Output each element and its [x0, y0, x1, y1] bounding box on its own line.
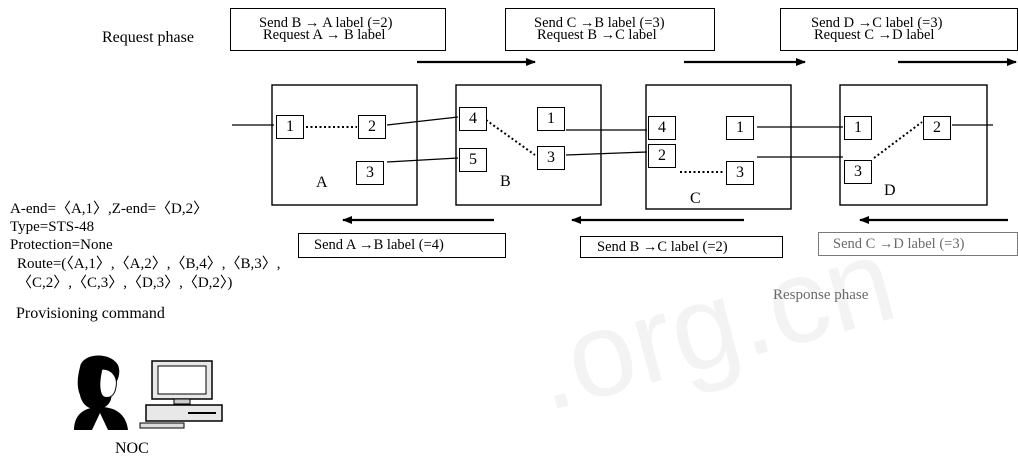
- node-a-port-2: 2: [358, 115, 386, 139]
- xconn-b-4-3: [485, 119, 536, 156]
- command-type: Type=STS-48: [10, 219, 95, 235]
- provisioning-command-label: Provisioning command: [16, 305, 165, 322]
- node-a-port-1: 1: [276, 115, 304, 139]
- node-c-box: [645, 84, 792, 210]
- node-c-label: C: [690, 190, 701, 207]
- link-b3-c2: [565, 151, 648, 156]
- node-d-port-1: 1: [844, 116, 872, 140]
- xconn-d-3-2: [873, 121, 923, 159]
- request-message-b-c: Send C →B label (=3) Request B →C label: [505, 8, 715, 51]
- node-d-port-2: 2: [923, 116, 951, 140]
- request-message-b-c-line2: Request B →C label: [537, 27, 657, 43]
- computer-icon: [139, 360, 223, 429]
- noc-label: NOC: [115, 440, 149, 457]
- node-b-port-3: 3: [537, 146, 565, 170]
- node-c-port-4: 4: [648, 116, 676, 140]
- response-message-a-b-text: Send A →B label (=4): [314, 237, 444, 253]
- node-d-port-3: 3: [844, 160, 872, 184]
- node-b-box: [455, 84, 602, 206]
- request-message-c-d-line1: Send D →C label (=3): [811, 15, 943, 31]
- node-b-port-5: 5: [459, 148, 487, 172]
- node-a-box: [271, 84, 418, 206]
- request-message-a-b: Send B → A label (=2) Request A → B labe…: [230, 8, 446, 51]
- node-d-label: D: [884, 182, 896, 199]
- command-protection: Protection=None: [10, 237, 113, 253]
- node-c-port-2: 2: [648, 144, 676, 168]
- node-c-port-3: 3: [726, 161, 754, 185]
- command-route-line2: 〈C,2〉,〈C,3〉,〈D,3〉,〈D,2〉): [17, 275, 233, 291]
- node-b-label: B: [500, 173, 511, 190]
- request-message-a-b-line2: Request A → B label: [263, 27, 386, 43]
- response-message-c-d: Send C →D label (=3): [818, 232, 1018, 256]
- response-message-b-c: Send B →C label (=2): [580, 236, 783, 258]
- response-message-a-b: Send A →B label (=4): [298, 233, 506, 258]
- command-endpoints: A-end=〈A,1〉,Z-end=〈D,2〉: [10, 201, 209, 217]
- request-message-b-c-line1: Send C →B label (=3): [534, 15, 665, 31]
- operator-icon: [74, 355, 128, 430]
- response-message-c-d-text: Send C →D label (=3): [833, 236, 965, 252]
- response-message-b-c-text: Send B →C label (=2): [597, 239, 728, 255]
- node-d-box: [839, 84, 988, 206]
- node-b-port-4: 4: [459, 107, 487, 131]
- node-a-label: A: [316, 174, 328, 191]
- node-b-port-1: 1: [537, 107, 565, 131]
- noc-operator-illustration: [74, 355, 223, 430]
- node-a-port-3: 3: [356, 161, 384, 185]
- link-a3-b5: [386, 157, 459, 163]
- link-a2-b4: [386, 116, 459, 126]
- request-message-a-b-line1: Send B → A label (=2): [259, 15, 393, 31]
- request-phase-label: Request phase: [102, 29, 194, 46]
- response-phase-label: Response phase: [773, 287, 869, 303]
- request-message-c-d-line2: Request C →D label: [814, 27, 935, 43]
- request-message-c-d: Send D →C label (=3) Request C →D label: [780, 8, 1018, 51]
- node-c-port-1: 1: [726, 116, 754, 140]
- command-route-line1: Route=(〈A,1〉,〈A,2〉,〈B,4〉,〈B,3〉,: [17, 256, 281, 272]
